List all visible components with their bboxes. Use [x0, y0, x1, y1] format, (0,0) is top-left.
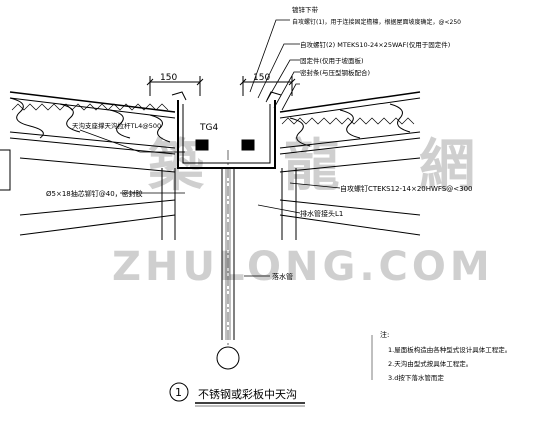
label-top-cap: 镀锌下带 [292, 5, 319, 14]
central-gutter [171, 91, 282, 169]
detail-number: 1 [175, 386, 182, 399]
right-roof-panel [279, 91, 421, 240]
label-screw-3: 自攻螺钉CTEKS12-14×20HWFS@<300 [340, 184, 473, 193]
dimension-right: 150 [253, 73, 270, 83]
label-fixing: 固定件(仅用于坡面板) [300, 56, 364, 65]
drain-pipe [216, 150, 240, 370]
dimension-lines [146, 76, 296, 96]
label-drain-pipe: 落水管 [272, 272, 293, 281]
dimension-left: 150 [160, 73, 177, 83]
detail-number-circle [169, 382, 189, 402]
note-3: 3.d按下落水管而定 [388, 373, 444, 382]
label-screw-1: 自攻螺钉(1)，用于连接固定檐檩，根据屋面坡度确定，@<250 [292, 18, 461, 26]
note-2: 2.天沟由型式按具体工程定。 [388, 359, 472, 368]
notes-title: 注: [380, 330, 389, 339]
watermark-en: ZHULONG.COM [112, 244, 494, 290]
gutter-tag: TG4 [199, 123, 218, 133]
label-rivet: Ø5×18抽芯铆钉@40，密封胶 [46, 189, 143, 198]
left-roof-panel [0, 91, 176, 240]
label-drain-joint: 排水管接头L1 [300, 209, 343, 218]
detail-title: 不锈钢或彩板中天沟 [198, 387, 297, 401]
label-screw-2: 自攻螺钉(2) MTEKS10-24×25WAF(仅用于固定件) [300, 40, 450, 49]
leader-lines [79, 19, 341, 277]
label-sealing: 密封条(与压型钢板配合) [300, 68, 370, 77]
note-1: 1.屋面板构造由各种型式设计具体工程定。 [388, 345, 511, 354]
label-gutter-support: 天沟支座撑天沟拉杆TL4@500 [72, 121, 161, 130]
